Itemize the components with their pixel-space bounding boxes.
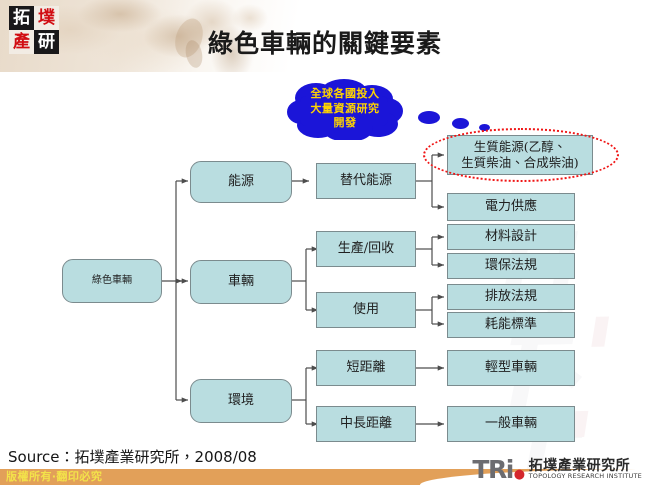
cloud-shape [287, 79, 403, 142]
node-label: 電力供應 [484, 198, 537, 214]
node-energy-consumption-standard[interactable]: 耗能標準 [447, 312, 575, 338]
node-label: 排放法規 [484, 288, 537, 304]
callout-cloud: 全球各國投入 大量資源研究 開發 [286, 78, 404, 142]
node-short-distance[interactable]: 短距離 [316, 350, 416, 386]
node-label: 環保法規 [484, 257, 537, 273]
node-energy[interactable]: 能源 [190, 161, 292, 203]
node-label: 車輛 [227, 273, 254, 289]
tri-logo-name-cn: 拓墣產業研究所 [528, 457, 631, 474]
tri-logo-mark-text: TRi [472, 455, 514, 484]
node-label: 使用 [352, 301, 379, 317]
corner-logo-char-4: 研 [34, 30, 59, 54]
node-label: 綠色車輛 [92, 274, 132, 286]
node-biofuel[interactable]: 生質能源(乙醇、 生質柴油、合成柴油) [447, 135, 593, 175]
node-label-line-2: 生質柴油、合成柴油) [461, 155, 579, 170]
node-material-design[interactable]: 材料設計 [447, 224, 575, 250]
source-caption: Source：拓墣產業研究所，2008/08 [8, 448, 257, 466]
node-power-supply[interactable]: 電力供應 [447, 193, 575, 221]
node-label: 輕型車輛 [484, 359, 537, 375]
node-root[interactable]: 綠色車輛 [62, 259, 162, 303]
corner-logo-char-3: 產 [9, 30, 34, 54]
node-label: 材料設計 [484, 228, 537, 244]
page-title: 綠色車輛的關鍵要素 [207, 29, 442, 58]
corner-logo-char-1: 拓 [9, 6, 34, 30]
node-label: 中長距離 [339, 415, 392, 431]
node-label: 一般車輛 [484, 415, 537, 431]
corner-logo: 拓 墣 產 研 [9, 6, 59, 54]
callout-tail-medium [452, 118, 469, 129]
node-alternative-energy[interactable]: 替代能源 [316, 163, 416, 199]
tri-logo-words: 拓墣產業研究所 TOPOLOGY RESEARCH INSTITUTE [529, 459, 642, 481]
tri-logo-mark: TRi ● [472, 455, 525, 484]
node-label: 短距離 [346, 359, 386, 375]
node-label: 生產/回收 [337, 240, 395, 256]
callout-tail-large [418, 111, 440, 124]
footer-bar [0, 469, 650, 485]
node-label: 替代能源 [339, 172, 392, 188]
node-label-line-1: 生質能源(乙醇、 [473, 139, 567, 155]
node-environment[interactable]: 環境 [190, 379, 292, 423]
node-label: 耗能標準 [484, 316, 537, 332]
node-light-vehicle[interactable]: 輕型車輛 [447, 350, 575, 386]
copyright-notice: 版權所有‧翻印必究 [6, 470, 103, 483]
node-usage[interactable]: 使用 [316, 292, 416, 328]
node-vehicle[interactable]: 車輛 [190, 260, 292, 304]
node-label: 能源 [227, 173, 254, 189]
node-label: 環境 [227, 392, 254, 408]
node-emission-regulation[interactable]: 排放法規 [447, 284, 575, 310]
tri-logo-dot: ● [513, 467, 525, 482]
node-mid-long-distance[interactable]: 中長距離 [316, 406, 416, 442]
callout-tail-small [479, 124, 490, 131]
node-production-recycling[interactable]: 生產/回收 [316, 231, 416, 267]
node-environmental-regulation[interactable]: 環保法規 [447, 253, 575, 279]
node-general-vehicle[interactable]: 一般車輛 [447, 406, 575, 442]
corner-logo-char-2: 墣 [34, 6, 59, 30]
tri-logo: TRi ● 拓墣產業研究所 TOPOLOGY RESEARCH INSTITUT… [472, 457, 642, 482]
tri-logo-name-en: TOPOLOGY RESEARCH INSTITUTE [528, 472, 642, 481]
